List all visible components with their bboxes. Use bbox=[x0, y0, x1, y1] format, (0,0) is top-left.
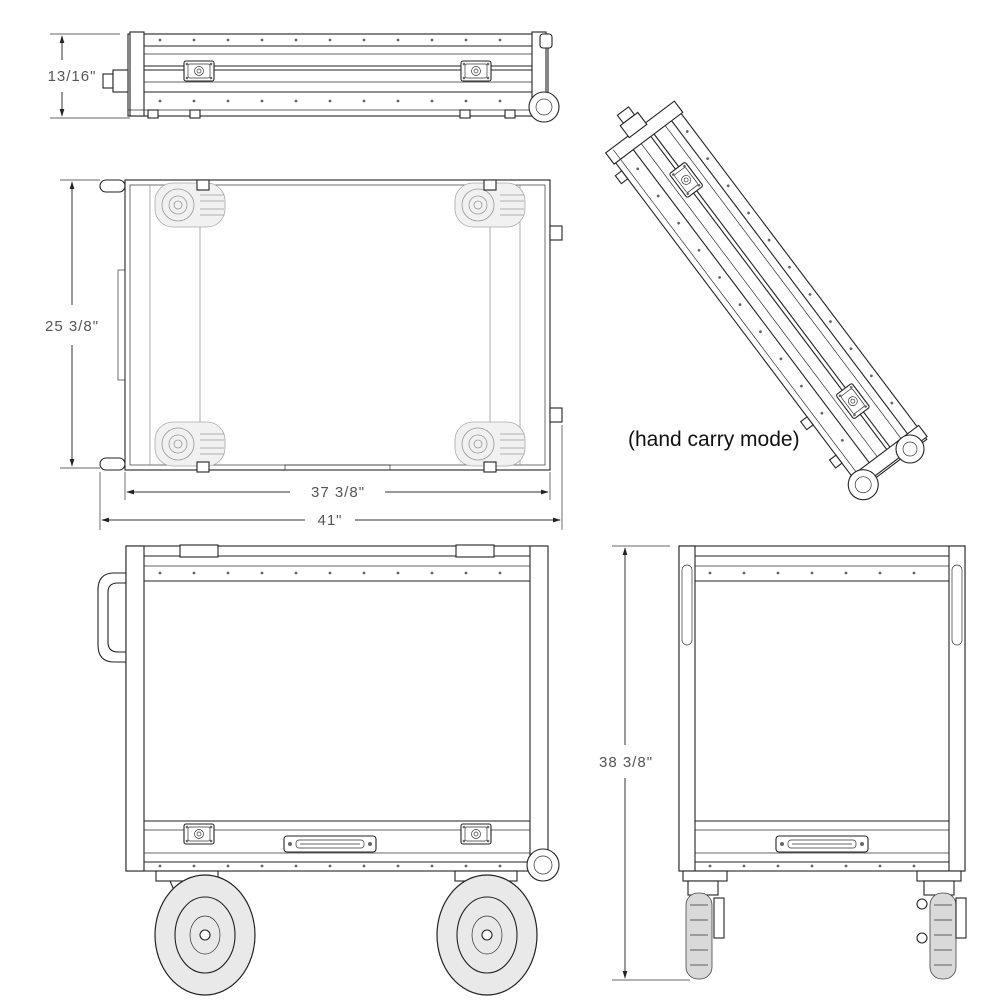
rivet bbox=[294, 864, 298, 868]
rivet bbox=[158, 864, 162, 868]
rivet bbox=[498, 864, 502, 868]
rivet bbox=[192, 38, 196, 42]
rivet bbox=[697, 248, 701, 252]
rivet bbox=[810, 864, 814, 868]
rivet bbox=[158, 99, 162, 103]
hand-carry-wheel bbox=[895, 434, 925, 464]
rivet bbox=[192, 99, 196, 103]
rivet bbox=[396, 571, 400, 575]
rivet bbox=[849, 347, 853, 351]
rivet bbox=[718, 276, 721, 279]
rivet bbox=[328, 38, 332, 42]
dimension-side-height: 13/16" bbox=[48, 33, 130, 119]
rivet bbox=[726, 184, 730, 188]
rivet bbox=[808, 293, 812, 296]
rivet bbox=[260, 99, 264, 103]
rivet bbox=[799, 384, 803, 388]
rivet bbox=[362, 99, 366, 103]
end-view bbox=[678, 545, 967, 980]
rivet bbox=[158, 38, 162, 42]
rivet bbox=[396, 99, 400, 103]
rivet bbox=[362, 864, 366, 868]
dim-label-front-height: 38 3/8" bbox=[599, 754, 653, 771]
rivet bbox=[430, 99, 434, 103]
rivet bbox=[396, 38, 400, 42]
rivet bbox=[294, 571, 298, 575]
rivet bbox=[464, 571, 468, 575]
rivet bbox=[328, 571, 332, 575]
rivet bbox=[878, 571, 882, 575]
side-view bbox=[102, 31, 560, 123]
hand-carry-caption: (hand carry mode) bbox=[628, 428, 800, 451]
rivet bbox=[776, 864, 780, 868]
rivet bbox=[226, 38, 230, 42]
rivet bbox=[677, 221, 681, 225]
rivet bbox=[759, 330, 762, 334]
rivet bbox=[226, 571, 230, 575]
rivet bbox=[779, 357, 783, 361]
rivet bbox=[742, 571, 746, 575]
rivet bbox=[890, 401, 894, 405]
rivet bbox=[226, 864, 230, 868]
rivet bbox=[829, 320, 832, 323]
rivet bbox=[685, 130, 689, 133]
dim-label-top-depth: 25 3/8" bbox=[45, 318, 99, 335]
rivet bbox=[464, 99, 468, 103]
rivet bbox=[430, 571, 434, 575]
rivet bbox=[294, 38, 298, 42]
rivet bbox=[362, 571, 366, 575]
rivet bbox=[738, 303, 742, 306]
rivet bbox=[636, 167, 640, 171]
rivet bbox=[498, 99, 502, 103]
rivet bbox=[776, 571, 780, 575]
dimension-top-overall-width: 41" bbox=[99, 425, 563, 530]
rivet bbox=[294, 99, 298, 103]
dim-label-top-overall-width: 41" bbox=[317, 512, 342, 529]
rivet bbox=[498, 571, 502, 575]
rivet bbox=[747, 211, 751, 215]
rivet bbox=[192, 571, 196, 575]
rivet bbox=[430, 38, 434, 42]
hand-carry-view bbox=[604, 100, 928, 501]
rivet bbox=[810, 571, 814, 575]
rivet bbox=[840, 438, 844, 442]
dimension-top-depth: 25 3/8" bbox=[45, 179, 100, 469]
dimension-top-inner-width: 37 3/8" bbox=[124, 472, 551, 501]
rivet bbox=[158, 571, 162, 575]
rivet bbox=[192, 864, 196, 868]
rivet bbox=[464, 38, 468, 42]
dim-label-top-inner-width: 37 3/8" bbox=[311, 484, 365, 501]
rivet bbox=[362, 38, 366, 42]
rivet bbox=[396, 864, 400, 868]
top-view bbox=[99, 179, 563, 473]
rivet bbox=[878, 864, 882, 868]
rivet bbox=[742, 864, 746, 868]
front-view bbox=[97, 544, 560, 996]
rivet bbox=[912, 571, 916, 575]
rivet bbox=[656, 194, 660, 198]
rivet bbox=[260, 571, 264, 575]
rivet bbox=[820, 411, 824, 415]
rivet bbox=[464, 864, 468, 868]
rivet bbox=[260, 864, 264, 868]
rivet bbox=[328, 99, 332, 103]
rivet bbox=[844, 571, 848, 575]
rivet bbox=[708, 864, 712, 868]
rivet bbox=[260, 38, 264, 42]
rivet bbox=[869, 374, 873, 378]
rivet bbox=[226, 99, 230, 103]
rivet bbox=[430, 864, 434, 868]
rivet bbox=[708, 571, 712, 575]
rivet bbox=[912, 864, 916, 868]
rivet bbox=[788, 265, 791, 269]
dim-label-side-height: 13/16" bbox=[48, 68, 97, 85]
rivet bbox=[498, 38, 502, 42]
dimension-front-height: 38 3/8" bbox=[599, 545, 690, 981]
rivet bbox=[767, 238, 771, 242]
rivet bbox=[844, 864, 848, 868]
rivet bbox=[706, 157, 710, 161]
rivet bbox=[328, 864, 332, 868]
